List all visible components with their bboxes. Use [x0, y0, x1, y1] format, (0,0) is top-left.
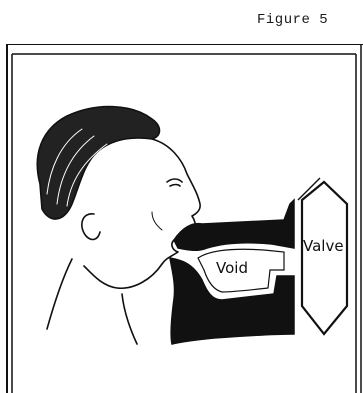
- valve-label: Valve: [303, 237, 344, 255]
- valve-hexagon: [302, 182, 347, 334]
- figure-frame: Void Valve: [2, 44, 363, 393]
- void-label: Void: [216, 259, 248, 277]
- hair: [37, 107, 159, 219]
- diagram-canvas: Void Valve: [2, 44, 363, 393]
- figure-label: Figure 5: [257, 12, 328, 28]
